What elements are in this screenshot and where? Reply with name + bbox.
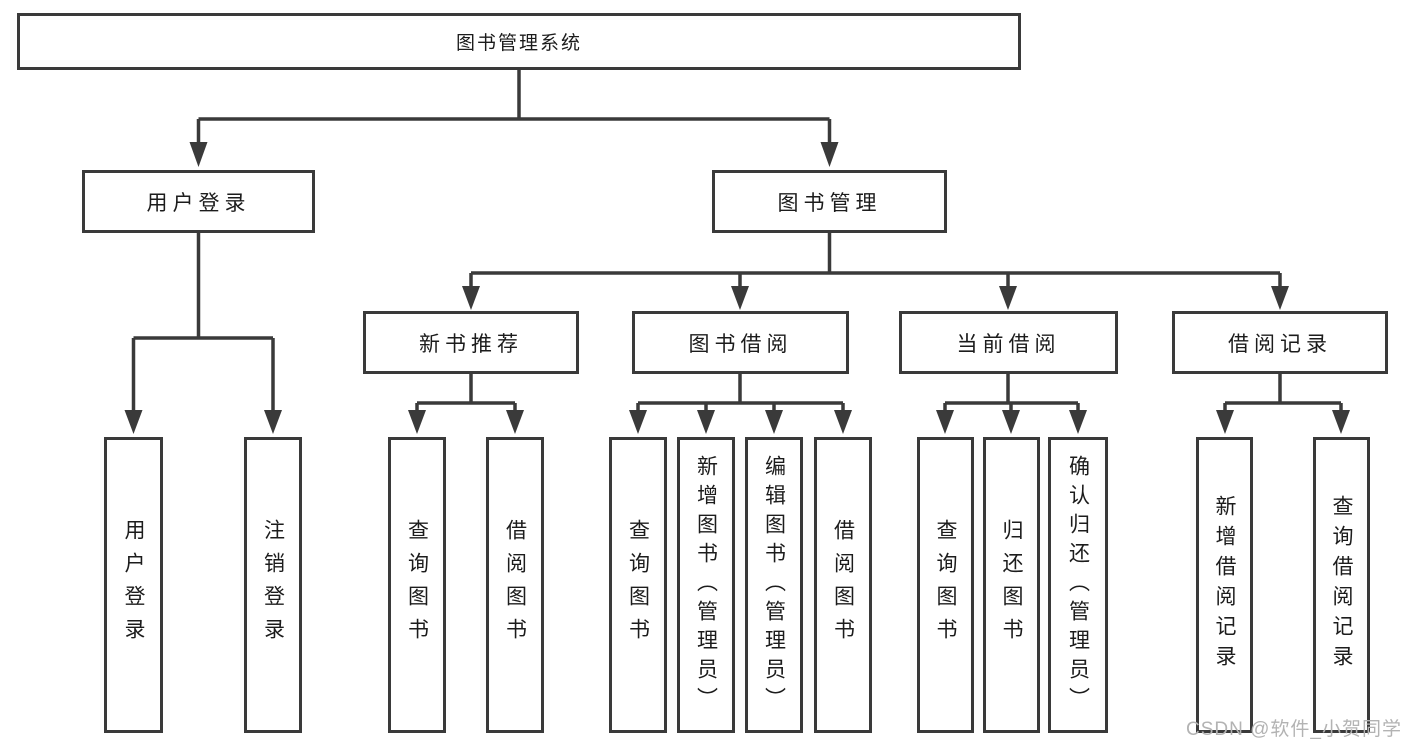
edge-book-borrow-to-children <box>636 374 845 413</box>
node-book-management: 图书管理 <box>712 170 947 233</box>
edge-new-book-rec-to-children <box>415 374 517 413</box>
leaf-add-borrow-record: 新增借阅记录 <box>1196 437 1253 733</box>
node-label: 查询图书 <box>934 519 957 651</box>
arrowhead-icon <box>1216 410 1234 434</box>
arrowheads <box>124 142 1350 434</box>
node-label: 图书管理 <box>777 191 882 215</box>
arrowhead-icon <box>506 410 524 434</box>
node-label: 新书推荐 <box>419 332 523 356</box>
node-label: 确认归还（管理员） <box>1066 454 1090 716</box>
arrowhead-icon <box>1332 410 1350 434</box>
node-label: 图书管理系统 <box>455 33 582 54</box>
arrowhead-icon <box>462 286 480 310</box>
arrowhead-icon <box>999 286 1017 310</box>
node-user-login: 用户登录 <box>82 170 315 233</box>
node-borrowing-records: 借阅记录 <box>1172 311 1388 374</box>
node-label: 归还图书 <box>1000 519 1023 651</box>
leaf-query-books-current: 查询图书 <box>917 437 974 733</box>
leaf-query-borrow-record: 查询借阅记录 <box>1313 437 1370 733</box>
node-label: 借阅图书 <box>831 519 855 651</box>
arrowhead-icon <box>264 410 282 434</box>
leaf-borrow-books-recommend: 借阅图书 <box>486 437 544 733</box>
arrowhead-icon <box>765 410 783 434</box>
node-current-borrowing: 当前借阅 <box>899 311 1118 374</box>
arrowhead-icon <box>820 142 839 167</box>
connector-edges <box>131 70 1343 413</box>
edge-book-mgmt-to-level3 <box>469 233 1282 288</box>
leaf-query-books-borrowing: 查询图书 <box>609 437 667 733</box>
arrowhead-icon <box>731 286 749 310</box>
node-label: 当前借阅 <box>956 332 1061 356</box>
node-label: 注销登录 <box>261 519 285 651</box>
arrowhead-icon <box>1069 410 1087 434</box>
node-label: 用户登录 <box>146 191 251 215</box>
leaf-edit-book-admin: 编辑图书（管理员） <box>745 437 803 733</box>
leaf-logout: 注销登录 <box>244 437 302 733</box>
arrowhead-icon <box>1271 286 1289 310</box>
arrowhead-icon <box>408 410 426 434</box>
leaf-user-login: 用户登录 <box>104 437 163 733</box>
arrowhead-icon <box>629 410 647 434</box>
leaf-add-book-admin: 新增图书（管理员） <box>677 437 735 733</box>
leaf-borrow-books-borrowing: 借阅图书 <box>814 437 872 733</box>
node-label: 新增图书（管理员） <box>694 454 718 716</box>
edge-root-to-level2 <box>196 70 832 144</box>
leaf-confirm-return-admin: 确认归还（管理员） <box>1048 437 1108 733</box>
arrowhead-icon <box>936 410 954 434</box>
node-new-book-recommendation: 新书推荐 <box>363 311 579 374</box>
node-label: 借阅记录 <box>1228 332 1332 356</box>
csdn-watermark: CSDN @软件_小贺同学 <box>1186 719 1402 740</box>
node-book-borrowing: 图书借阅 <box>632 311 849 374</box>
leaf-return-book: 归还图书 <box>983 437 1040 733</box>
leaf-query-books-recommend: 查询图书 <box>388 437 446 733</box>
node-label: 查询图书 <box>626 519 650 651</box>
node-label: 编辑图书（管理员） <box>762 454 786 716</box>
edge-borrow-record-to-children <box>1223 374 1343 413</box>
arrowhead-icon <box>124 410 143 434</box>
arrowhead-icon <box>1002 410 1020 434</box>
node-label: 用户登录 <box>122 519 145 651</box>
node-label: 查询图书 <box>405 519 429 651</box>
node-label: 新增借阅记录 <box>1213 495 1236 675</box>
arrowhead-icon <box>834 410 852 434</box>
edge-user-login-to-children <box>131 233 275 412</box>
arrowhead-icon <box>189 142 208 167</box>
node-root-system: 图书管理系统 <box>17 13 1021 70</box>
node-label: 查询借阅记录 <box>1330 495 1353 675</box>
edge-current-borrow-to-children <box>943 374 1080 413</box>
node-label: 借阅图书 <box>503 519 527 651</box>
arrowhead-icon <box>697 410 715 434</box>
node-label: 图书借阅 <box>688 332 793 356</box>
